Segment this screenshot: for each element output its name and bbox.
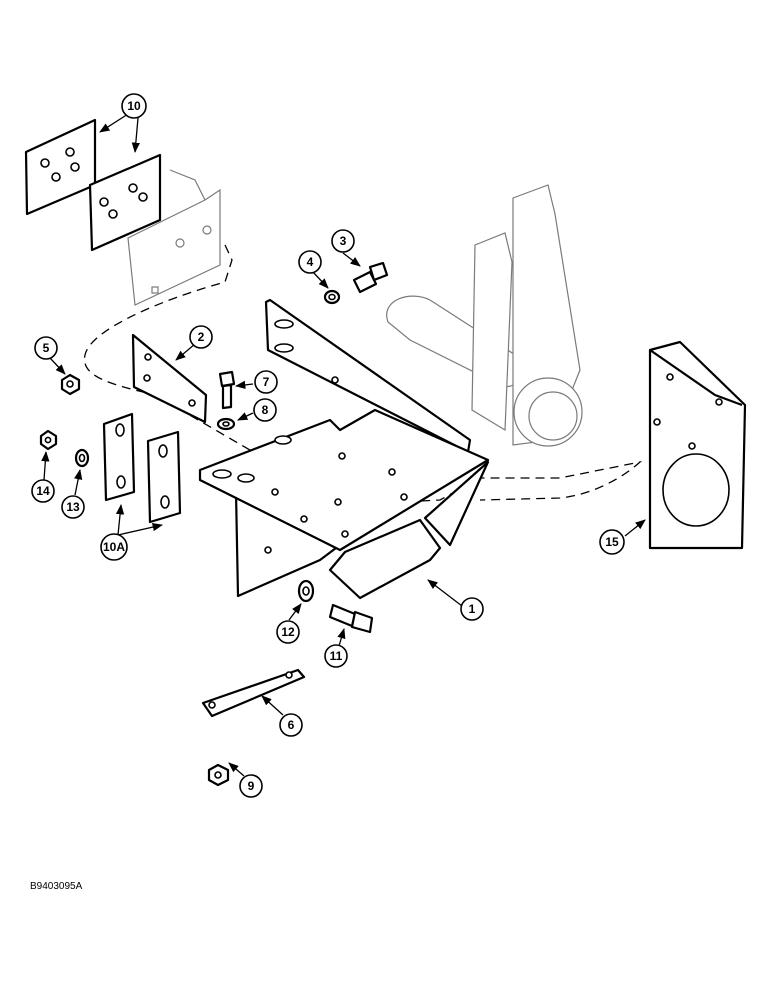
- part-1-main-bracket: [198, 298, 490, 600]
- callout-label: 4: [307, 255, 314, 269]
- callout-8: 8: [253, 398, 277, 422]
- callout-label: 3: [340, 234, 347, 248]
- part-2-gusset: [131, 333, 208, 424]
- callout-label: 11: [330, 649, 343, 663]
- callout-label: 8: [262, 403, 269, 417]
- part-14-nut: [39, 429, 58, 451]
- callout-15: 15: [599, 529, 625, 555]
- callout-10A: 10A: [100, 533, 128, 561]
- callout-12: 12: [276, 620, 300, 644]
- callout-label: 9: [248, 779, 255, 793]
- part-4-washer: [323, 289, 341, 305]
- callout-14: 14: [31, 479, 55, 503]
- part-11-bolt: [328, 603, 374, 634]
- part-6-strap: [201, 668, 306, 718]
- callout-label: 2: [198, 330, 205, 344]
- callout-1: 1: [460, 597, 484, 621]
- callout-10: 10: [121, 93, 147, 119]
- callout-label: 7: [263, 375, 270, 389]
- part-3-bolt: [352, 261, 389, 294]
- part-10A-spacers: [102, 412, 182, 524]
- callout-label: 1: [469, 602, 476, 616]
- callout-9: 9: [239, 774, 263, 798]
- part-13-washer: [74, 448, 90, 468]
- callout-label: 12: [281, 625, 295, 639]
- part-15-mount-plate: [648, 340, 747, 550]
- part-8-washer: [216, 417, 236, 431]
- callout-label: 6: [288, 718, 295, 732]
- assembly-dashed-line: [83, 244, 643, 506]
- frame-ghost: [386, 184, 583, 447]
- callout-label: 10: [127, 99, 141, 113]
- part-7-bolt: [218, 370, 236, 410]
- figure-code: B9403095A: [30, 881, 83, 892]
- callout-13: 13: [61, 495, 85, 519]
- part-10-plates: [24, 118, 162, 252]
- part-12-washer: [297, 579, 315, 603]
- callout-11: 11: [324, 644, 348, 668]
- callout-3: 3: [331, 229, 355, 253]
- callout-2: 2: [189, 325, 213, 349]
- side-mount-plate: [127, 169, 221, 306]
- callout-6: 6: [279, 713, 303, 737]
- callout-label: 5: [43, 341, 50, 355]
- callout-label: 14: [36, 484, 50, 498]
- part-5-nut: [60, 373, 81, 396]
- part-9-nut: [207, 763, 230, 787]
- leader-arrows: [41, 113, 646, 777]
- callout-4: 4: [298, 250, 322, 274]
- callout-label: 10A: [103, 540, 125, 554]
- callout-label: 15: [605, 535, 619, 549]
- callout-label: 13: [66, 500, 80, 514]
- callout-5: 5: [34, 336, 58, 360]
- callout-7: 7: [254, 370, 278, 394]
